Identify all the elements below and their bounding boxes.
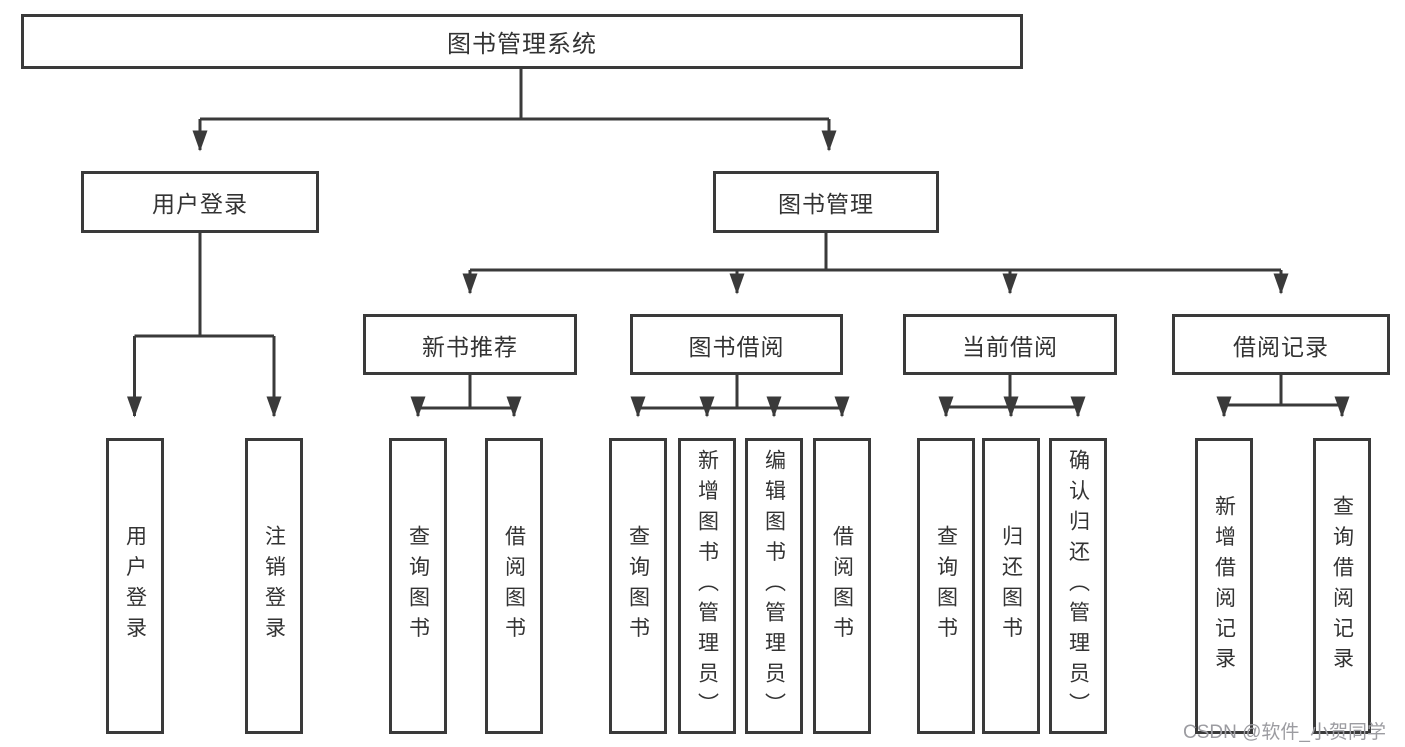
node-label: 借阅记录: [1233, 333, 1329, 360]
leaf-label: 新增图书（管理员）: [695, 448, 719, 724]
leaf-label: 确认归还（管理员）: [1066, 448, 1090, 724]
leaf-label: 查询图书: [626, 525, 650, 647]
leaf-label: 查询图书: [406, 525, 430, 647]
leaf-query-books-recommend: 查询图书: [389, 438, 447, 734]
leaf-user-login: 用户登录: [106, 438, 164, 734]
leaf-edit-books-admin: 编辑图书（管理员）: [745, 438, 803, 734]
leaf-label: 归还图书: [999, 525, 1023, 647]
leaf-query-books-current: 查询图书: [917, 438, 975, 734]
node-label: 图书借阅: [688, 333, 785, 360]
node-label: 图书管理系统: [447, 31, 597, 58]
leaf-label: 注销登录: [262, 525, 286, 647]
leaf-confirm-return-admin: 确认归还（管理员）: [1049, 438, 1107, 734]
leaf-borrow-books-recommend: 借阅图书: [485, 438, 543, 734]
node-label: 新书推荐: [422, 333, 518, 360]
node-book-borrowing: 图书借阅: [630, 314, 843, 375]
node-new-book-recommendation: 新书推荐: [363, 314, 577, 375]
leaf-label: 借阅图书: [830, 525, 854, 647]
leaf-add-borrow-record: 新增借阅记录: [1195, 438, 1253, 734]
node-label: 用户登录: [152, 191, 248, 217]
node-borrowing-records: 借阅记录: [1172, 314, 1390, 375]
leaf-query-books-borrowing: 查询图书: [609, 438, 667, 734]
leaf-return-books: 归还图书: [982, 438, 1040, 734]
leaf-label: 用户登录: [123, 525, 147, 647]
leaf-label: 编辑图书（管理员）: [762, 448, 786, 724]
node-label: 当前借阅: [962, 333, 1058, 360]
node-library-management-system: 图书管理系统: [21, 14, 1023, 69]
leaf-borrow-books-borrowing: 借阅图书: [813, 438, 871, 734]
node-label: 图书管理: [778, 191, 874, 217]
node-current-borrowing: 当前借阅: [903, 314, 1117, 375]
node-book-management: 图书管理: [713, 171, 939, 233]
leaf-label: 新增借阅记录: [1212, 494, 1236, 678]
csdn-watermark: CSDN @软件_小贺同学: [1183, 722, 1386, 743]
leaf-label: 借阅图书: [502, 525, 526, 647]
leaf-logout: 注销登录: [245, 438, 303, 734]
leaf-label: 查询图书: [934, 525, 958, 647]
leaf-query-borrow-record: 查询借阅记录: [1313, 438, 1371, 734]
leaf-label: 查询借阅记录: [1330, 494, 1354, 678]
leaf-add-books-admin: 新增图书（管理员）: [678, 438, 736, 734]
node-user-login: 用户登录: [81, 171, 319, 233]
